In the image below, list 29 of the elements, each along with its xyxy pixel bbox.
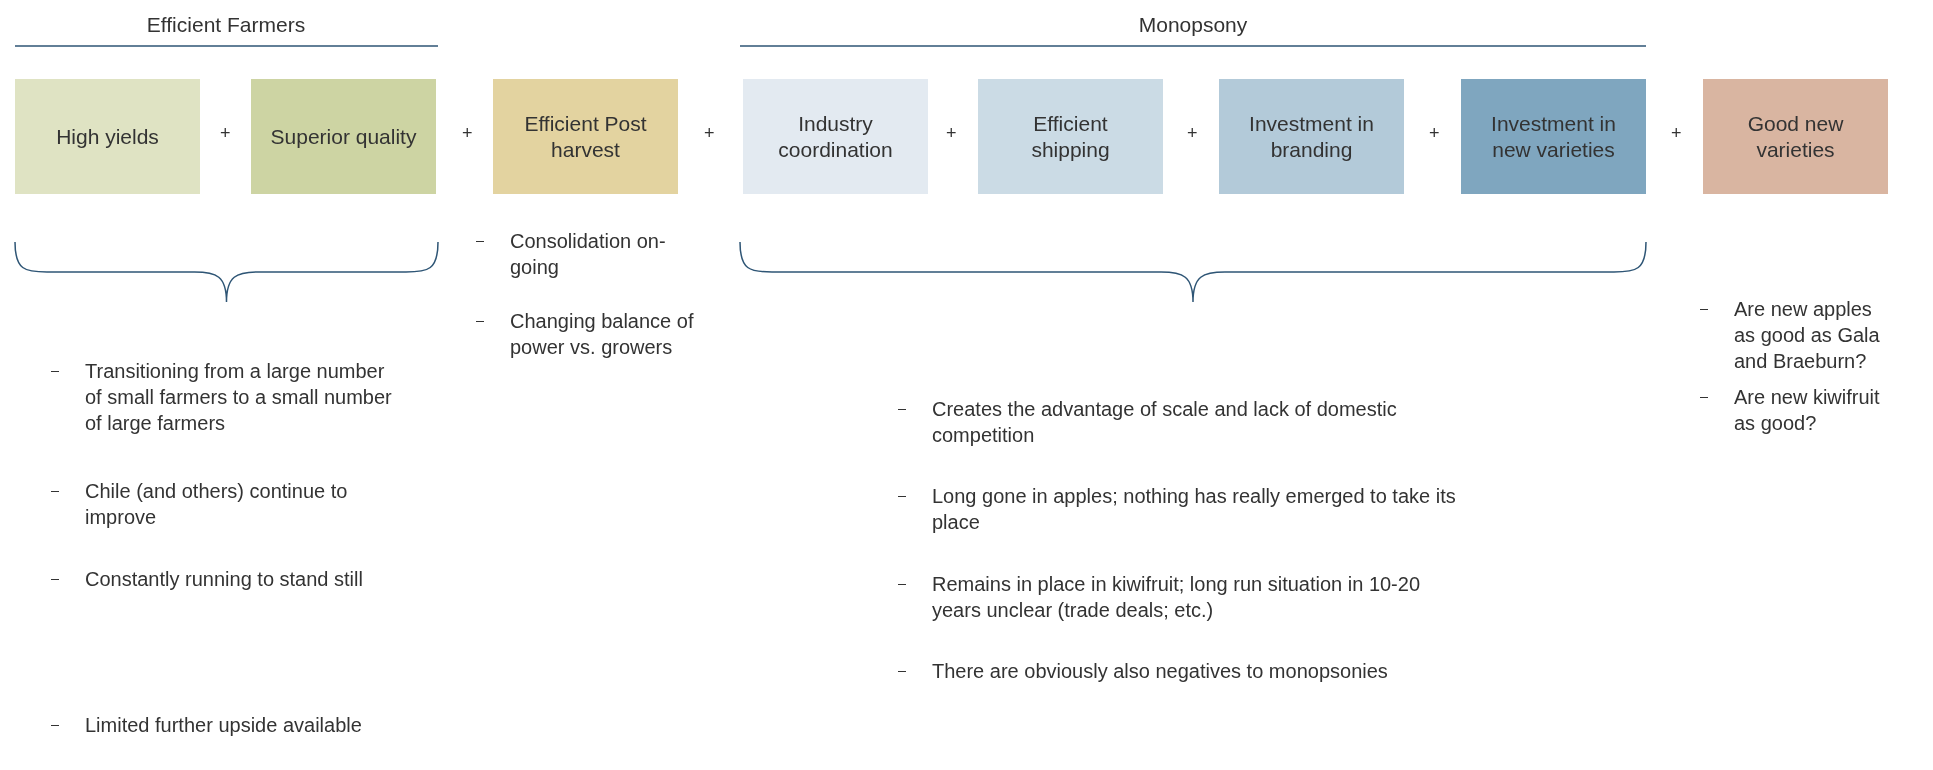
bullet-text: Changing balance of power vs. growers: [510, 309, 695, 360]
bullet-text: Chile (and others) continue to improve: [85, 479, 349, 530]
factor-box: Efficient shipping: [978, 79, 1163, 194]
factor-box: Good new varieties: [1703, 79, 1888, 194]
bullet-text: Consolidation on-going: [510, 229, 667, 280]
plus-sign: +: [220, 122, 231, 145]
group-heading: Efficient Farmers: [145, 12, 307, 38]
factor-box: Superior quality: [251, 79, 436, 194]
plus-sign: +: [1429, 122, 1440, 145]
factor-box: High yields: [15, 79, 200, 194]
plus-sign: +: [946, 122, 957, 145]
bullet-text: Remains in place in kiwifruit; long run situation in 10-20 years unclear (trade deals; etc.): [932, 572, 1422, 623]
plus-sign: +: [1671, 122, 1682, 145]
bullet-text: Constantly running to stand still: [85, 567, 364, 592]
factor-box: Investment in branding: [1219, 79, 1404, 194]
factor-box: Industry coordination: [743, 79, 928, 194]
plus-sign: +: [1187, 122, 1198, 145]
group-heading: Monopsony: [1137, 12, 1249, 38]
plus-sign: +: [704, 122, 715, 145]
bullet-text: Creates the advantage of scale and lack of domestic competition: [932, 397, 1398, 448]
bullet-text: Transitioning from a large number of small farmers to a small number of large farmers: [85, 359, 393, 436]
factor-box: Efficient Post harvest: [493, 79, 678, 194]
bullet-text: Are new apples as good as Gala and Braeburn?: [1734, 297, 1881, 374]
plus-sign: +: [462, 122, 473, 145]
bullet-text: Long gone in apples; nothing has really emerged to take its place: [932, 484, 1457, 535]
bullet-text: There are obviously also negatives to monopsonies: [932, 659, 1389, 684]
bullet-text: Are new kiwifruit as good?: [1734, 385, 1881, 436]
bullet-text: Limited further upside available: [85, 713, 363, 738]
factor-box: Investment in new varieties: [1461, 79, 1646, 194]
